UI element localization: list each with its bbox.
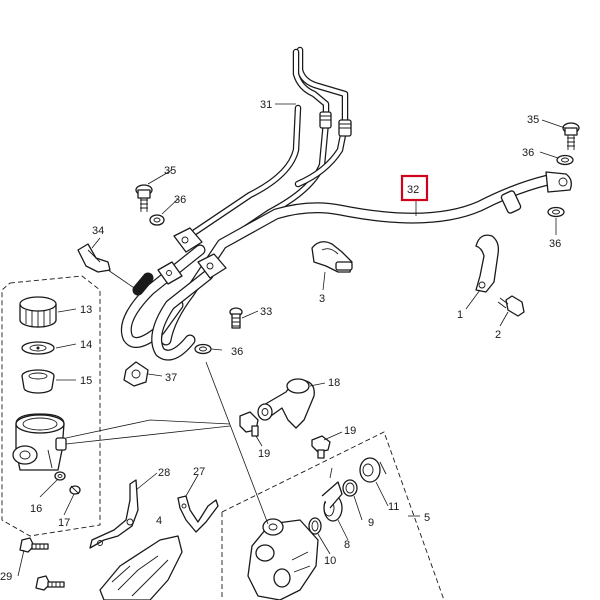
callout-37[interactable]: 37	[165, 372, 177, 384]
bracket-27[interactable]	[177, 495, 219, 533]
callout-9[interactable]: 9	[368, 517, 374, 529]
callout-17[interactable]: 17	[58, 517, 70, 529]
brake-hose-lower[interactable]	[120, 244, 214, 361]
banjo-fitting-18[interactable]	[257, 378, 315, 429]
callout-10[interactable]: 10	[324, 555, 336, 567]
bracket-28[interactable]	[89, 479, 139, 549]
master-cylinder-reservoir[interactable]	[12, 413, 67, 471]
callout-2[interactable]: 2	[495, 329, 501, 341]
callout-29[interactable]: 29	[0, 571, 12, 583]
clamp-37[interactable]	[123, 361, 149, 387]
bleed-screw-19-right[interactable]	[311, 435, 331, 459]
bolt-29[interactable]	[19, 537, 65, 591]
piston-8[interactable]	[321, 481, 343, 522]
callout-3[interactable]: 3	[319, 293, 325, 305]
callout-16[interactable]: 16	[30, 503, 42, 515]
copper-washer-36-a[interactable]	[149, 214, 165, 226]
callout-36-c[interactable]: 36	[549, 238, 561, 250]
callout-36-a[interactable]: 36	[174, 194, 186, 206]
callout-19-right[interactable]: 19	[344, 425, 356, 437]
highlight-box-32	[400, 174, 429, 202]
callout-36-d[interactable]: 36	[231, 346, 243, 358]
hose-clip-1[interactable]	[475, 234, 500, 293]
callout-5[interactable]: 5	[424, 512, 430, 524]
copper-washer-36-c[interactable]	[547, 206, 565, 218]
callout-27[interactable]: 27	[193, 466, 205, 478]
grommet-16[interactable]	[54, 471, 66, 481]
callout-14[interactable]: 14	[80, 339, 92, 351]
callout-labels: 31 32 35 35 36 36 36 36 34 3 1 2 33 37 1…	[0, 99, 561, 583]
callout-33[interactable]: 33	[260, 306, 272, 318]
callout-8[interactable]: 8	[344, 539, 350, 551]
callout-19-left[interactable]: 19	[258, 448, 270, 460]
hose-joint-blocks	[157, 227, 227, 285]
boot-11[interactable]	[359, 457, 387, 483]
brake-pipe-31[interactable]	[191, 46, 352, 266]
callout-11[interactable]: 11	[388, 501, 399, 513]
callout-34[interactable]: 34	[92, 225, 104, 237]
o-ring-10[interactable]	[308, 517, 322, 535]
master-cylinder-group-box	[1, 275, 101, 537]
callout-1[interactable]: 1	[457, 309, 463, 321]
bolt-2[interactable]	[497, 295, 525, 317]
union-bolt-35-upper[interactable]	[135, 184, 153, 212]
guard-4[interactable]	[99, 535, 183, 600]
leader-lines	[17, 103, 566, 600]
clip-17[interactable]	[69, 485, 81, 495]
copper-washer-36-b[interactable]	[556, 154, 574, 166]
union-bolt-35-right[interactable]	[562, 122, 580, 150]
hose-clamp-34[interactable]	[77, 243, 111, 273]
bolt-33[interactable]	[229, 307, 243, 329]
callout-36-b[interactable]: 36	[522, 147, 534, 159]
brake-hose-32[interactable]	[160, 171, 572, 346]
callout-4[interactable]: 4	[156, 515, 162, 527]
seal-9[interactable]	[342, 479, 358, 497]
callout-13[interactable]: 13	[80, 304, 92, 316]
diaphragm-plate-14[interactable]	[21, 341, 55, 355]
bleed-screw-19-left[interactable]	[239, 411, 259, 437]
brake-caliper-body[interactable]	[247, 518, 319, 600]
callout-35-right[interactable]: 35	[527, 114, 539, 126]
callout-15[interactable]: 15	[80, 375, 92, 387]
caliper-group-box	[221, 431, 445, 600]
diaphragm-15[interactable]	[21, 369, 55, 394]
callout-31[interactable]: 31	[260, 99, 272, 111]
hose-holder-3[interactable]	[311, 241, 353, 273]
callout-35-upper[interactable]: 35	[164, 165, 176, 177]
callout-32[interactable]: 32	[407, 184, 419, 196]
callout-28[interactable]: 28	[158, 467, 170, 479]
callout-18[interactable]: 18	[328, 377, 340, 389]
reservoir-cap-13[interactable]	[19, 296, 57, 328]
copper-washer-36-d[interactable]	[194, 343, 212, 355]
